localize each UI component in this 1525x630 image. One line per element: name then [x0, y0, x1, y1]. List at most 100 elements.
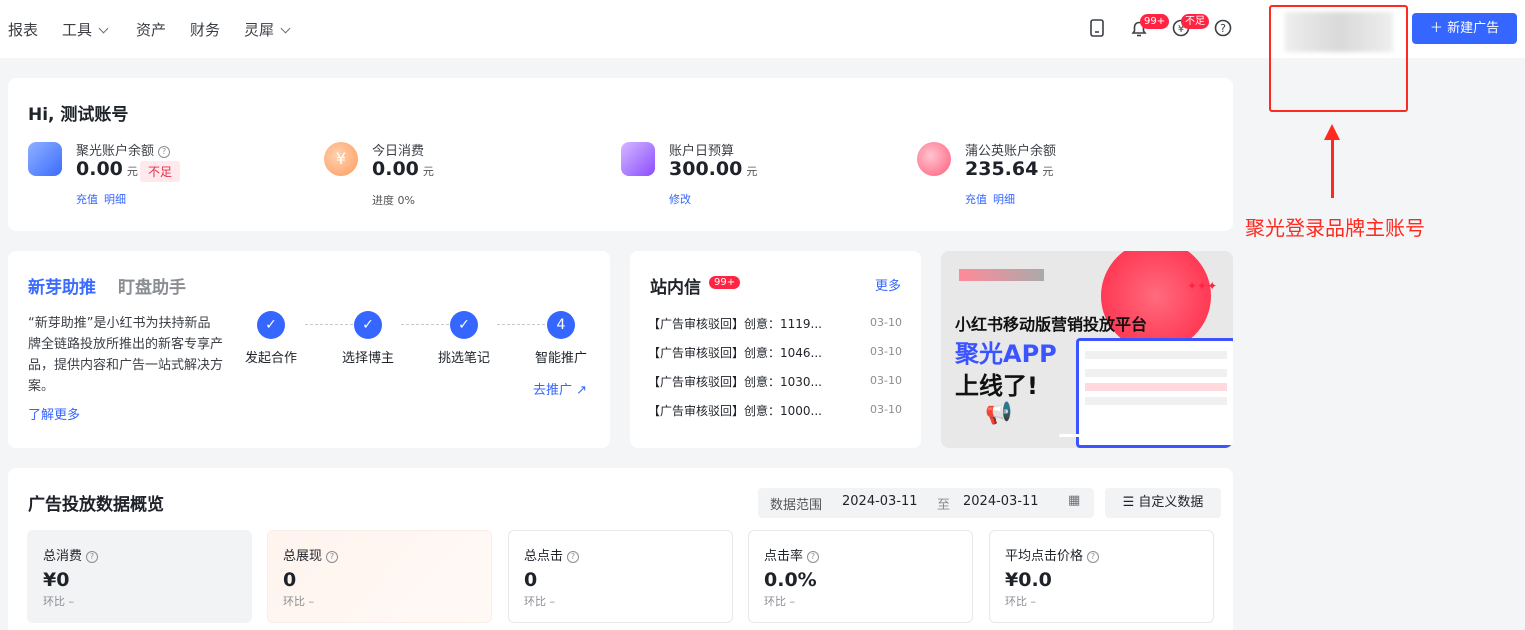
help-icon[interactable]: ?	[326, 550, 339, 563]
end-date[interactable]: 2024-03-11	[963, 494, 1039, 509]
metric-value: 0.0%	[764, 569, 817, 591]
metric-value: ¥0.0	[1005, 569, 1052, 591]
messages-badge: 99+	[709, 276, 741, 289]
range-label: 数据范围	[770, 498, 823, 513]
message-item[interactable]: 【广告审核驳回】创意：1030...	[648, 375, 822, 389]
step-label: 挑选笔记	[437, 351, 490, 366]
message-item[interactable]: 【广告审核驳回】创意：1000...	[648, 404, 822, 418]
account-avatar-blurred[interactable]	[1285, 12, 1393, 52]
insufficient-badge: 不足	[140, 161, 181, 182]
stat-unit: 元	[1042, 165, 1054, 178]
banner-line2: 聚光APP	[955, 340, 1057, 368]
help-icon[interactable]: ?	[1087, 550, 1100, 563]
help-icon[interactable]: ?	[158, 145, 171, 158]
tab-xinya[interactable]: 新芽助推	[28, 278, 96, 298]
metric-total-clicks[interactable]: 总点击? 0 环比 –	[508, 530, 733, 623]
details-link[interactable]: 明细	[104, 193, 126, 206]
help-icon[interactable]: ?	[807, 550, 820, 563]
step-connector	[497, 324, 545, 325]
metric-ctr[interactable]: 点击率? 0.0% 环比 –	[748, 530, 973, 623]
step-label: 智能推广	[534, 351, 587, 366]
messages-card: 站内信 99+ 更多 【广告审核驳回】创意：1119... 03-10 【广告审…	[630, 251, 921, 448]
nav-item-lingxi[interactable]: 灵犀	[244, 19, 291, 40]
check-icon: ✓	[257, 311, 285, 339]
stat-value-number: 235.64	[965, 158, 1039, 180]
nav-label: 工具	[62, 21, 93, 39]
help-icon[interactable]: ?	[567, 550, 580, 563]
nav-item-reports[interactable]: 报表	[8, 21, 39, 39]
stat-unit: 元	[746, 165, 758, 178]
metric-label-text: 点击率	[764, 549, 804, 564]
range-separator: 至	[937, 498, 951, 513]
message-date: 03-10	[870, 345, 902, 358]
dandelion-icon	[917, 142, 951, 176]
notification-badge: 99+	[1140, 14, 1170, 29]
metric-label: 总消费?	[43, 545, 99, 564]
message-item[interactable]: 【广告审核驳回】创意：1119...	[648, 317, 822, 331]
ad-data-overview-card: 广告投放数据概览 数据范围 2024-03-11 至 2024-03-11 ▦ …	[8, 468, 1233, 630]
help-icon[interactable]: ?	[1213, 18, 1233, 38]
step-1: ✓ 发起合作	[231, 311, 311, 366]
metric-label: 点击率?	[764, 545, 820, 564]
banner-blurred-logo	[959, 269, 1044, 281]
app-launch-banner[interactable]: ✦✦✦ 小红书移动版营销投放平台 聚光APP 上线了! 📢	[941, 251, 1233, 448]
messages-title: 站内信	[650, 278, 701, 298]
go-promote-link[interactable]: 去推广 ↗	[533, 379, 587, 398]
metric-avg-cpc[interactable]: 平均点击价格? ¥0.0 环比 –	[989, 530, 1214, 623]
learn-more-link[interactable]: 了解更多	[28, 408, 81, 423]
annotation-arrow-line	[1331, 138, 1334, 198]
recharge-link[interactable]: 充值	[965, 193, 987, 206]
go-promote-label: 去推广	[533, 383, 573, 398]
bell-icon[interactable]	[1129, 18, 1149, 38]
step-label: 选择博主	[341, 351, 394, 366]
date-range-picker[interactable]: 数据范围 2024-03-11 至 2024-03-11 ▦	[758, 488, 1094, 518]
nav-item-tools[interactable]: 工具	[62, 19, 109, 40]
chevron-down-icon	[280, 23, 291, 34]
message-item[interactable]: 【广告审核驳回】创意：1046...	[648, 346, 822, 360]
recharge-link[interactable]: 充值	[76, 193, 98, 206]
new-ad-button[interactable]: ＋ 新建广告	[1412, 13, 1517, 44]
metric-label: 平均点击价格?	[1005, 545, 1100, 564]
edit-link[interactable]: 修改	[669, 193, 691, 206]
banner-line3: 上线了!	[955, 372, 1038, 400]
annotation-arrow-icon	[1324, 124, 1340, 140]
help-icon[interactable]: ?	[86, 550, 99, 563]
step-2: ✓选择博主	[328, 311, 408, 366]
tab-dingpan[interactable]: 盯盘助手	[118, 278, 186, 298]
step-number: 4	[547, 311, 575, 339]
metric-total-impressions[interactable]: 总展现? 0 环比 –	[267, 530, 492, 623]
metric-value: ¥0	[43, 569, 70, 591]
start-date[interactable]: 2024-03-11	[842, 494, 918, 509]
promo-card: 新芽助推 盯盘助手 “新芽助推”是小红书为扶持新品牌全链路投放所推出的新客专享产…	[8, 251, 610, 448]
svg-text:¥: ¥	[1178, 24, 1184, 35]
stat-label: 账户日预算	[669, 144, 735, 159]
metric-label-text: 平均点击价格	[1005, 549, 1084, 564]
yuan-coin-icon: ¥	[324, 142, 358, 176]
annotation-text: 聚光登录品牌主账号	[1245, 216, 1425, 240]
custom-data-button[interactable]: ☰ 自定义数据	[1105, 488, 1221, 518]
stat-label: 蒲公英账户余额	[965, 144, 1057, 159]
promo-description: “新芽助推”是小红书为扶持新品牌全链路投放所推出的新客专享产品，提供内容和广告一…	[28, 316, 224, 394]
tablet-icon[interactable]	[1087, 18, 1107, 38]
details-link[interactable]: 明细	[993, 193, 1015, 206]
wallet-card-icon	[28, 142, 62, 176]
nav-item-assets[interactable]: 资产	[136, 21, 167, 39]
metric-label: 总展现?	[283, 545, 339, 564]
calendar-icon[interactable]: ▦	[1068, 493, 1081, 508]
chevron-down-icon	[98, 23, 109, 34]
metric-total-spend[interactable]: 总消费? ¥0 环比 –	[27, 530, 252, 623]
carousel-indicator[interactable]	[1059, 434, 1081, 437]
step-connector	[305, 324, 353, 325]
step-label: 发起合作	[244, 351, 297, 366]
more-link[interactable]: 更多	[875, 279, 902, 294]
stat-links: 充值明细	[965, 191, 1021, 207]
banner-line1: 小红书移动版营销投放平台	[955, 315, 1148, 334]
step-4: 4 智能推广	[521, 311, 601, 366]
nav-item-finance[interactable]: 财务	[190, 21, 221, 39]
